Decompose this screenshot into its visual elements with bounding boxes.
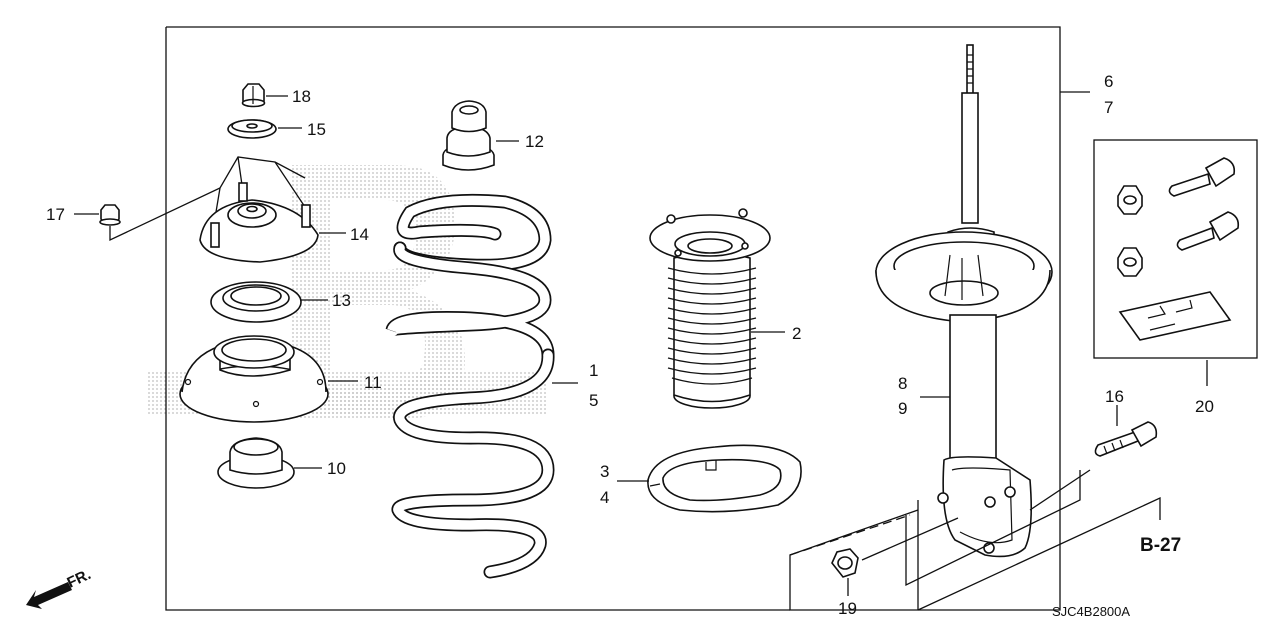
front-direction-arrow [26, 582, 72, 609]
label-10: 10 [327, 459, 346, 478]
part-20-hardware-kit [1093, 139, 1258, 386]
label-1: 1 [589, 361, 598, 380]
label-13: 13 [332, 291, 351, 310]
reference-lines [861, 469, 1161, 611]
label-3: 3 [600, 462, 609, 481]
label-7: 7 [1104, 98, 1113, 117]
label-2: 2 [792, 324, 801, 343]
label-14: 14 [350, 225, 369, 244]
label-16: 16 [1105, 387, 1124, 406]
label-6: 6 [1104, 72, 1113, 91]
reference-b27: B-27 [1140, 535, 1181, 556]
part-10-lower-rubber [217, 437, 322, 489]
label-19: 19 [838, 599, 857, 618]
part-13-bearing [210, 281, 328, 323]
part-6-strut-assembly [875, 44, 1090, 558]
label-11: 11 [364, 373, 382, 392]
label-5: 5 [589, 391, 598, 410]
label-8: 8 [898, 374, 907, 393]
part-12-bump-stop [442, 100, 519, 171]
label-4: 4 [600, 488, 609, 507]
part-14-upper-mount [199, 182, 346, 263]
part-number-labels: 18 15 17 14 13 11 10 12 1 5 2 3 4 6 7 8 … [46, 72, 1214, 618]
part-18-flange-nut [241, 83, 288, 108]
part-1-coil-spring [385, 193, 578, 579]
label-9: 9 [898, 399, 907, 418]
part-16-bolt [1094, 405, 1158, 457]
part-11-spring-seat [179, 335, 358, 423]
label-15: 15 [307, 120, 326, 139]
drawing-code: SJC4B2800A [1052, 604, 1130, 619]
label-20: 20 [1195, 397, 1214, 416]
part-2-dust-boot [649, 208, 785, 409]
part-3-seat-rubber [617, 444, 802, 513]
label-17: 17 [46, 205, 65, 224]
label-18: 18 [292, 87, 311, 106]
boot-bellows [667, 267, 757, 385]
direction-fr-label: FR. [65, 566, 94, 592]
part-19-flange-nut [831, 548, 859, 596]
label-12: 12 [525, 132, 544, 151]
part-15-washer [227, 119, 302, 139]
